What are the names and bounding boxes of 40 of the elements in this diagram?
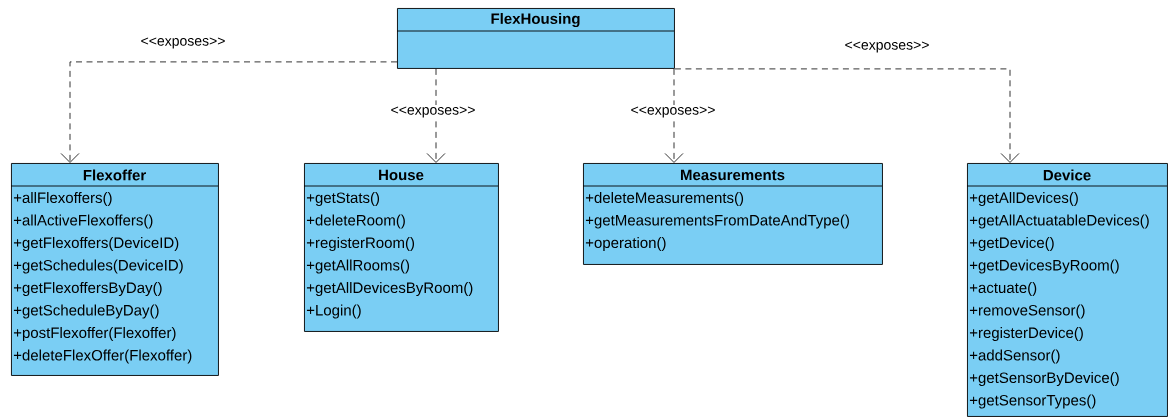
method-text: +registerRoom() xyxy=(306,237,415,251)
method-text: +getAllDevices() xyxy=(969,192,1078,206)
method-text: +deleteMeasurements() xyxy=(585,192,744,206)
method-text: +operation() xyxy=(585,237,666,251)
edge-label: <<exposes>> xyxy=(141,37,225,49)
dependency-arrow xyxy=(674,68,1020,163)
class-name: Flexoffer xyxy=(83,169,146,181)
dependency-arrow xyxy=(60,61,398,163)
method-text: +registerDevice() xyxy=(969,327,1083,341)
method-text: +getStats() xyxy=(306,192,380,206)
method-text: +allFlexoffers() xyxy=(13,192,112,206)
method-text: +deleteFlexOffer(Flexoffer) xyxy=(13,349,192,364)
dependency-arrow xyxy=(664,68,684,163)
method-text: +removeSensor() xyxy=(969,304,1085,319)
method-text: +getFlexoffers(DeviceID) xyxy=(13,237,179,251)
method-text: +allActiveFlexoffers() xyxy=(13,214,153,229)
method-text: +getSensorByDevice() xyxy=(969,372,1119,386)
method-text: +getAllDevicesByRoom() xyxy=(306,282,473,296)
method-text: +getSchedules(DeviceID) xyxy=(13,259,183,274)
method-text: +getDevice() xyxy=(969,237,1054,251)
method-text: +getFlexoffersByDay() xyxy=(13,282,162,296)
class-name: Device xyxy=(1043,169,1091,181)
edge-label: <<exposes>> xyxy=(391,106,475,118)
method-text: +deleteRoom() xyxy=(306,214,405,229)
dependency-arrow xyxy=(426,68,446,163)
method-text: +addSensor() xyxy=(969,349,1060,364)
method-text: +Login() xyxy=(306,304,361,319)
class-name: Measurements xyxy=(681,169,785,181)
class-name: FlexHousing xyxy=(491,13,580,28)
method-text: +getDevicesByRoom() xyxy=(969,259,1119,274)
method-text: +postFlexoffer(Flexoffer) xyxy=(13,327,176,341)
edge-label: <<exposes>> xyxy=(845,41,929,53)
method-text: +getAllActuatableDevices() xyxy=(969,214,1149,229)
method-text: +getAllRooms() xyxy=(306,259,410,274)
method-text: +getScheduleByDay() xyxy=(13,304,159,319)
method-text: +actuate() xyxy=(969,282,1037,296)
method-text: +getMeasurementsFromDateAndType() xyxy=(585,214,849,229)
method-text: +getSensorTypes() xyxy=(969,394,1096,409)
edge-label: <<exposes>> xyxy=(631,106,715,118)
class-name: House xyxy=(379,169,424,181)
